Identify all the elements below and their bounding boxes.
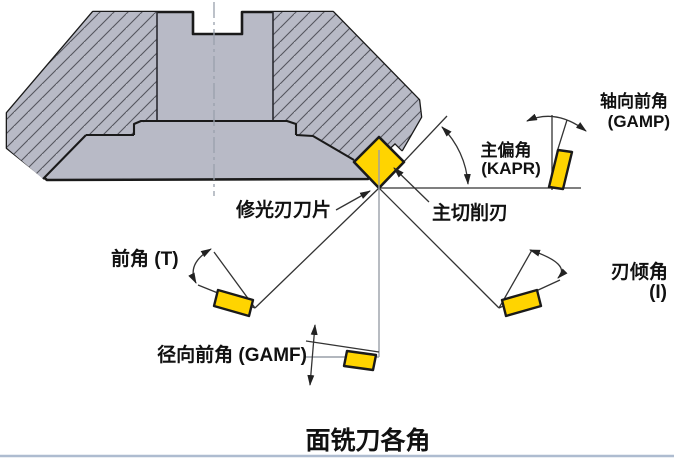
construction-lines <box>254 115 581 309</box>
wiper-insert-leader-arrow <box>335 190 371 211</box>
wiper-insert-label: 修光刃刀片 <box>235 198 331 221</box>
gamf-tilted-line <box>305 340 380 353</box>
radial-rake-label: 径向前角 (GAMF) <box>157 343 307 366</box>
hatch-region-right <box>273 12 421 161</box>
hatch-region-left <box>7 12 157 179</box>
line-to-rake-insert <box>254 187 380 309</box>
line-to-inclination-insert <box>378 187 500 309</box>
gamf-dimension-line <box>307 324 318 386</box>
axial-rake-insert-graphic <box>547 148 574 191</box>
main-cutting-edge-leader-arrow <box>393 167 430 203</box>
gamp-insert-axis <box>556 119 568 153</box>
rake-angle-group: 前角 (T) <box>111 247 256 318</box>
leader-arrows: 修光刃刀片 主切削刃 <box>235 167 508 224</box>
inclination-angle-label-line1: 刃倾角 <box>611 260 668 283</box>
rake-angle-label: 前角 (T) <box>111 247 179 270</box>
entering-angle-group: 主偏角 (KAPR) <box>441 126 541 185</box>
main-cutting-edge-label: 主切削刃 <box>432 201 508 224</box>
inclination-angle-group: 刃倾角 (I) <box>498 249 668 318</box>
axial-rake-label-line1: 轴向前角 <box>600 91 668 111</box>
rim-edge-right <box>295 133 355 161</box>
rake-insert-graphic <box>212 288 255 318</box>
inclination-angle-arc <box>529 249 568 279</box>
axial-rake-group: 轴向前角 (GAMP) <box>526 91 670 191</box>
rim-edge-left <box>42 133 134 180</box>
radial-rake-insert-graphic <box>342 349 378 372</box>
inclination-insert-graphic <box>500 288 543 318</box>
kapr-angle-arc <box>441 126 471 185</box>
radial-rake-group: 径向前角 (GAMF) <box>157 324 380 386</box>
axial-rake-label-line2: (GAMP) <box>608 112 670 131</box>
entering-angle-label-line1: 主偏角 <box>481 140 532 160</box>
entering-angle-label-line2: (KAPR) <box>481 159 541 178</box>
gamp-angle-arc <box>526 113 587 132</box>
cutter-body-group <box>5 2 423 196</box>
diagram-title: 面铣刀各角 <box>305 426 430 455</box>
inclination-angle-label-line2: (I) <box>649 282 667 303</box>
rake-angle-arc <box>188 248 212 284</box>
